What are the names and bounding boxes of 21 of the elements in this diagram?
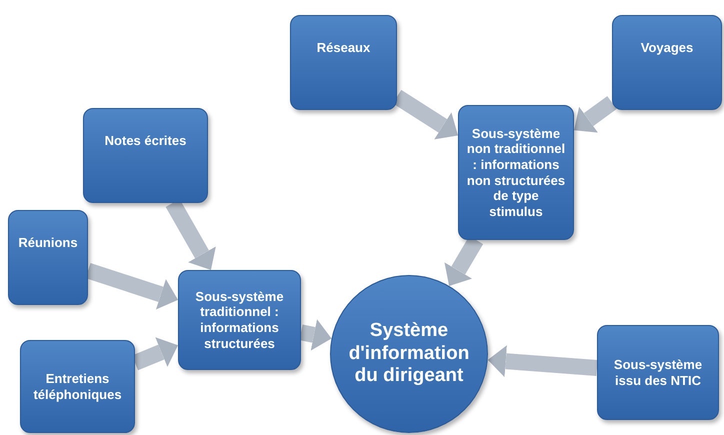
- node-label: Sous-système traditionnel : informations structurées: [194, 288, 285, 352]
- node-label: Réunions: [18, 235, 78, 251]
- process-box: [83, 108, 208, 203]
- block-arrow: [574, 96, 617, 133]
- node-label: Système d'information du dirigeant: [348, 320, 470, 388]
- block-arrow: [299, 319, 332, 351]
- node-label: Sous-système non traditionnel : informations non structurées de type stimulus: [466, 126, 566, 220]
- process-box: [20, 340, 135, 433]
- block-arrow: [488, 345, 598, 378]
- node-label: Entretiens téléphoniques: [32, 370, 123, 402]
- process-box: [8, 210, 88, 305]
- block-arrow: [86, 262, 178, 310]
- process-box: [597, 325, 719, 420]
- node-label: Sous-système issu des NTIC: [612, 356, 704, 388]
- process-box: [612, 15, 722, 110]
- process-box: [458, 105, 574, 240]
- process-box: [290, 15, 397, 110]
- node-label: Réseaux: [316, 40, 370, 56]
- node-label: Notes écrites: [104, 133, 186, 149]
- process-box: [178, 270, 301, 370]
- node-label: Voyages: [640, 40, 694, 56]
